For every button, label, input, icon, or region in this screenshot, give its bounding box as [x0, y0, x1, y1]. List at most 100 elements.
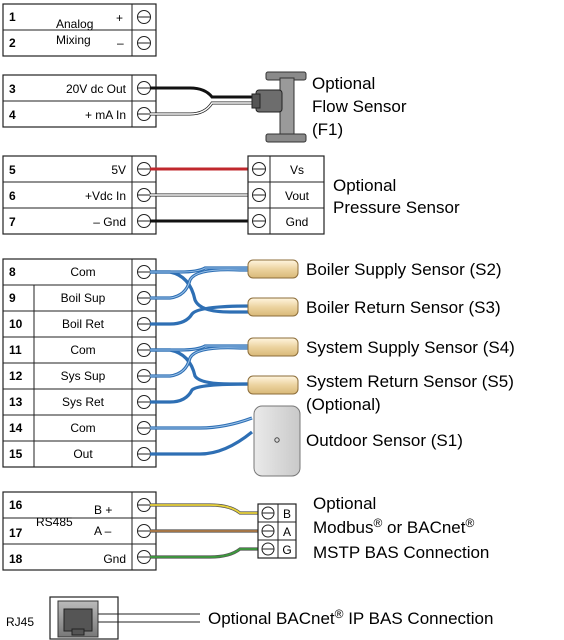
screw-terminal-2	[137, 36, 151, 50]
system-return-sensor-icon	[247, 375, 299, 395]
system-supply-caption: System Supply Sensor (S4)	[306, 338, 515, 357]
device-screw-vout	[252, 188, 266, 202]
screw-terminal-17	[137, 524, 151, 538]
screw-terminal-4	[137, 107, 151, 121]
terminal-18-number: 18	[9, 552, 23, 566]
rs485-wire-green	[150, 548, 262, 558]
outdoor-sensor-icon	[253, 405, 301, 477]
com-label-14: Com	[70, 421, 95, 435]
terminal-2-number: 2	[9, 36, 16, 50]
flow-caption-2: Flow Sensor	[312, 97, 407, 116]
mstp-caption-1: Optional	[313, 494, 376, 513]
system-supply-sensor-icon	[247, 337, 299, 357]
bas-g-label: G	[282, 543, 291, 557]
screw-terminal-9	[137, 291, 151, 305]
terminal-12-number: 12	[9, 369, 23, 383]
terminal-4-number: 4	[9, 108, 16, 122]
screw-terminal-11	[137, 343, 151, 357]
device-screw-gnd	[252, 214, 266, 228]
bas-b-label: B	[283, 507, 291, 521]
20v-dc-out-label: 20V dc Out	[66, 82, 127, 96]
terminal-16-number: 16	[9, 498, 23, 512]
screw-terminal-16	[137, 498, 151, 512]
5v-label: 5V	[111, 163, 126, 177]
ma-in-label: + mA In	[85, 108, 126, 122]
rj45-block: RJ45 Optional BACnet® IP BAS Connection	[6, 596, 493, 640]
rs485-wire-yellow	[150, 504, 262, 514]
screw-terminal-10	[137, 317, 151, 331]
pressure-caption-2: Pressure Sensor	[333, 198, 460, 217]
analog-label: Analog	[56, 17, 93, 31]
terminal-11-number: 11	[9, 343, 22, 357]
terminal-14-number: 14	[9, 421, 23, 435]
a-minus-label: A –	[94, 524, 112, 538]
terminal-13-number: 13	[9, 395, 23, 409]
com-label-11: Com	[70, 343, 95, 357]
analog-mixing-block: 1 2 Analog Mixing + –	[2, 3, 157, 57]
boiler-return-caption: Boiler Return Sensor (S3)	[306, 298, 501, 317]
flow-wire-white-outline	[150, 101, 258, 116]
boiler-return-sensor-icon	[247, 297, 299, 317]
screw-terminal-7	[137, 214, 151, 228]
sensor-block: 8 9 10 11 12 13 14 15 Com Boil Sup Boil …	[2, 258, 515, 477]
flow-caption-1: Optional	[312, 74, 375, 93]
terminal-10-number: 10	[9, 317, 23, 331]
terminal-15-number: 15	[9, 447, 23, 461]
screw-terminal-1	[137, 10, 151, 24]
ip-bas-caption: Optional BACnet® IP BAS Connection	[208, 607, 493, 628]
flow-caption-3: (F1)	[312, 120, 343, 139]
terminal-5-number: 5	[9, 163, 16, 177]
screw-terminal-14	[137, 421, 151, 435]
out-label: Out	[73, 447, 93, 461]
bas-a-label: A	[283, 525, 291, 539]
pressure-block: 5 6 7 5V +Vdc In – Gnd Vs Vout Gnd Optio…	[2, 155, 460, 235]
rs485-block: 16 17 18 RS485 B + A – Gnd B A G Optiona…	[2, 491, 489, 571]
screw-terminal-5	[137, 162, 151, 176]
screw-terminal-6	[137, 188, 151, 202]
screw-terminal-18	[137, 550, 151, 564]
terminal-6-number: 6	[9, 189, 16, 203]
device-gnd-label: Gnd	[286, 215, 309, 229]
rj45-port-icon	[57, 600, 99, 638]
screw-terminal-8	[137, 265, 151, 279]
optional-caption: (Optional)	[306, 395, 381, 414]
flow-block: 3 4 20V dc Out + mA In Optional Flow Sen…	[2, 71, 407, 143]
terminal-1-number: 1	[9, 10, 16, 24]
plus-sign: +	[116, 11, 123, 25]
terminal-9-number: 9	[9, 291, 16, 305]
flow-sensor-icon	[251, 71, 307, 143]
rj45-label: RJ45	[6, 615, 34, 629]
terminal-7-number: 7	[9, 215, 16, 229]
screw-terminal-3	[137, 81, 151, 95]
vdc-in-label: +Vdc In	[85, 189, 126, 203]
boiler-supply-caption: Boiler Supply Sensor (S2)	[306, 260, 502, 279]
com-label-8: Com	[70, 265, 95, 279]
mstp-caption-3: MSTP BAS Connection	[313, 543, 489, 562]
rs485-gnd-label: Gnd	[103, 552, 126, 566]
screw-terminal-12	[137, 369, 151, 383]
boil-ret-label: Boil Ret	[62, 317, 105, 331]
flow-wire-black	[150, 86, 258, 99]
b-plus-label: B +	[94, 503, 112, 517]
terminal-3-number: 3	[9, 82, 16, 96]
screw-terminal-13	[137, 395, 151, 409]
terminal-17-number: 17	[9, 526, 23, 540]
terminal-8-number: 8	[9, 265, 16, 279]
mixing-label: Mixing	[56, 33, 91, 47]
boiler-supply-sensor-icon	[247, 259, 299, 279]
boil-sup-label: Boil Sup	[61, 291, 106, 305]
gnd-label: – Gnd	[93, 215, 126, 229]
mstp-caption-2: Modbus® or BACnet®	[313, 516, 474, 537]
sys-ret-label: Sys Ret	[62, 395, 105, 409]
sys-sup-label: Sys Sup	[61, 369, 106, 383]
device-screw-vs	[252, 162, 266, 176]
vout-label: Vout	[285, 189, 310, 203]
pressure-caption-1: Optional	[333, 176, 396, 195]
vs-label: Vs	[290, 163, 304, 177]
minus-sign: –	[117, 36, 124, 50]
screw-terminal-15	[137, 447, 151, 461]
rs485-label: RS485	[36, 515, 73, 529]
outdoor-sensor-caption: Outdoor Sensor (S1)	[306, 431, 463, 450]
sensor-wires	[150, 266, 254, 456]
